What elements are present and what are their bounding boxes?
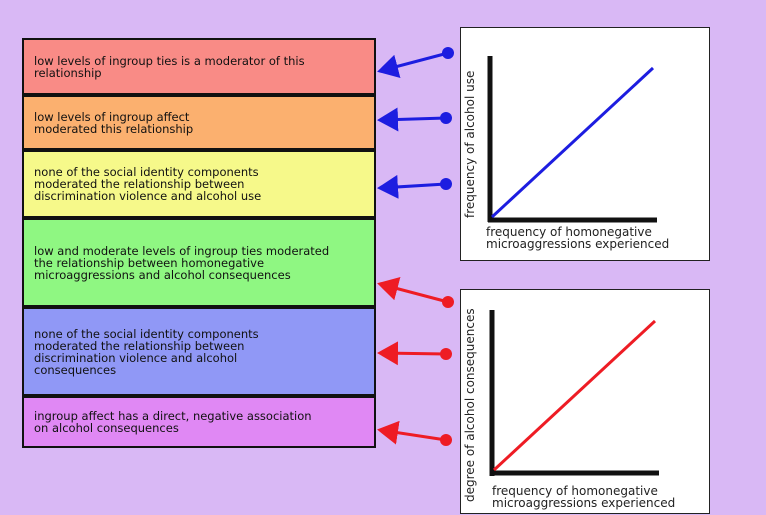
finding-box-6: ingroup affect has a direct, negative as…: [22, 396, 376, 448]
red-dot-1: [442, 296, 454, 308]
blue-connectors: [377, 47, 454, 199]
chart2-y-label: degree of alcohol consequences: [463, 308, 477, 502]
alcohol-use-chart: frequency of alcohol use frequency of ho…: [460, 27, 710, 261]
blue-arrow-1: [377, 51, 449, 78]
alcohol-consequences-plot: [489, 310, 659, 476]
blue-dot-3: [440, 178, 452, 190]
chart1-y-label: frequency of alcohol use: [463, 70, 477, 218]
chart1-trend-line: [490, 66, 655, 219]
finding-box-2: low levels of ingroup affect moderated t…: [22, 95, 376, 150]
finding-text-6: ingroup affect has a direct, negative as…: [34, 409, 312, 435]
alcohol-use-plot: [487, 56, 657, 223]
red-connectors: [377, 277, 454, 446]
finding-box-3: none of the social identity components m…: [22, 150, 376, 218]
red-arrow-3: [377, 420, 447, 445]
alcohol-consequences-chart: degree of alcohol consequences frequency…: [460, 289, 710, 514]
finding-box-5: none of the social identity components m…: [22, 307, 376, 396]
finding-text-5: none of the social identity components m…: [34, 326, 259, 377]
red-dot-2: [440, 348, 452, 360]
finding-text-1: low levels of ingroup ties is a moderato…: [34, 53, 305, 80]
chart1-x-label: frequency of homonegative microaggressio…: [486, 225, 670, 251]
blue-dot-1: [442, 47, 454, 59]
chart2-trend-line: [492, 319, 657, 472]
finding-box-4: low and moderate levels of ingroup ties …: [22, 218, 376, 307]
finding-text-4: low and moderate levels of ingroup ties …: [34, 243, 330, 282]
finding-box-1: low levels of ingroup ties is a moderato…: [22, 38, 376, 95]
blue-dot-2: [440, 112, 452, 124]
chart2-x-label: frequency of homonegative microaggressio…: [492, 484, 676, 510]
finding-text-2: low levels of ingroup affect moderated t…: [34, 109, 194, 136]
red-arrow-2: [377, 341, 447, 366]
blue-arrow-3: [377, 174, 447, 199]
red-dot-3: [440, 434, 452, 446]
finding-text-3: none of the social identity components m…: [34, 165, 262, 203]
red-arrow-1: [377, 277, 449, 304]
blue-arrow-2: [377, 107, 447, 132]
